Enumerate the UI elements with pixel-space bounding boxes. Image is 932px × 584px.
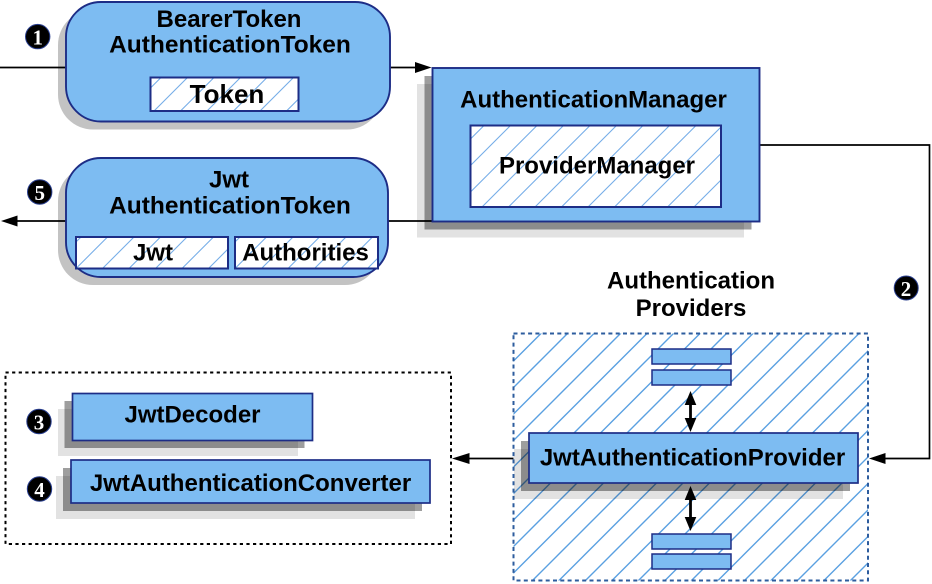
- svg-text:JwtDecoder: JwtDecoder: [124, 402, 260, 429]
- svg-text:ProviderManager: ProviderManager: [499, 153, 695, 180]
- svg-text:AuthenticationToken: AuthenticationToken: [109, 193, 351, 220]
- svg-text:Authorities: Authorities: [242, 240, 369, 267]
- svg-text:JwtAuthenticationConverter: JwtAuthenticationConverter: [90, 470, 411, 497]
- svg-text:AuthenticationToken: AuthenticationToken: [109, 32, 351, 59]
- svg-text:JwtAuthenticationProvider: JwtAuthenticationProvider: [540, 445, 845, 472]
- svg-text:1: 1: [32, 26, 43, 50]
- svg-text:Jwt: Jwt: [209, 167, 249, 194]
- svg-text:Token: Token: [190, 79, 265, 109]
- svg-text:5: 5: [34, 181, 45, 205]
- svg-text:Providers: Providers: [636, 295, 747, 322]
- svg-text:3: 3: [34, 411, 45, 435]
- svg-text:AuthenticationManager: AuthenticationManager: [460, 87, 727, 114]
- svg-text:Jwt: Jwt: [133, 240, 173, 267]
- svg-text:4: 4: [34, 478, 45, 502]
- svg-text:Authentication: Authentication: [607, 268, 775, 295]
- svg-text:2: 2: [901, 277, 912, 301]
- svg-text:BearerToken: BearerToken: [157, 6, 302, 33]
